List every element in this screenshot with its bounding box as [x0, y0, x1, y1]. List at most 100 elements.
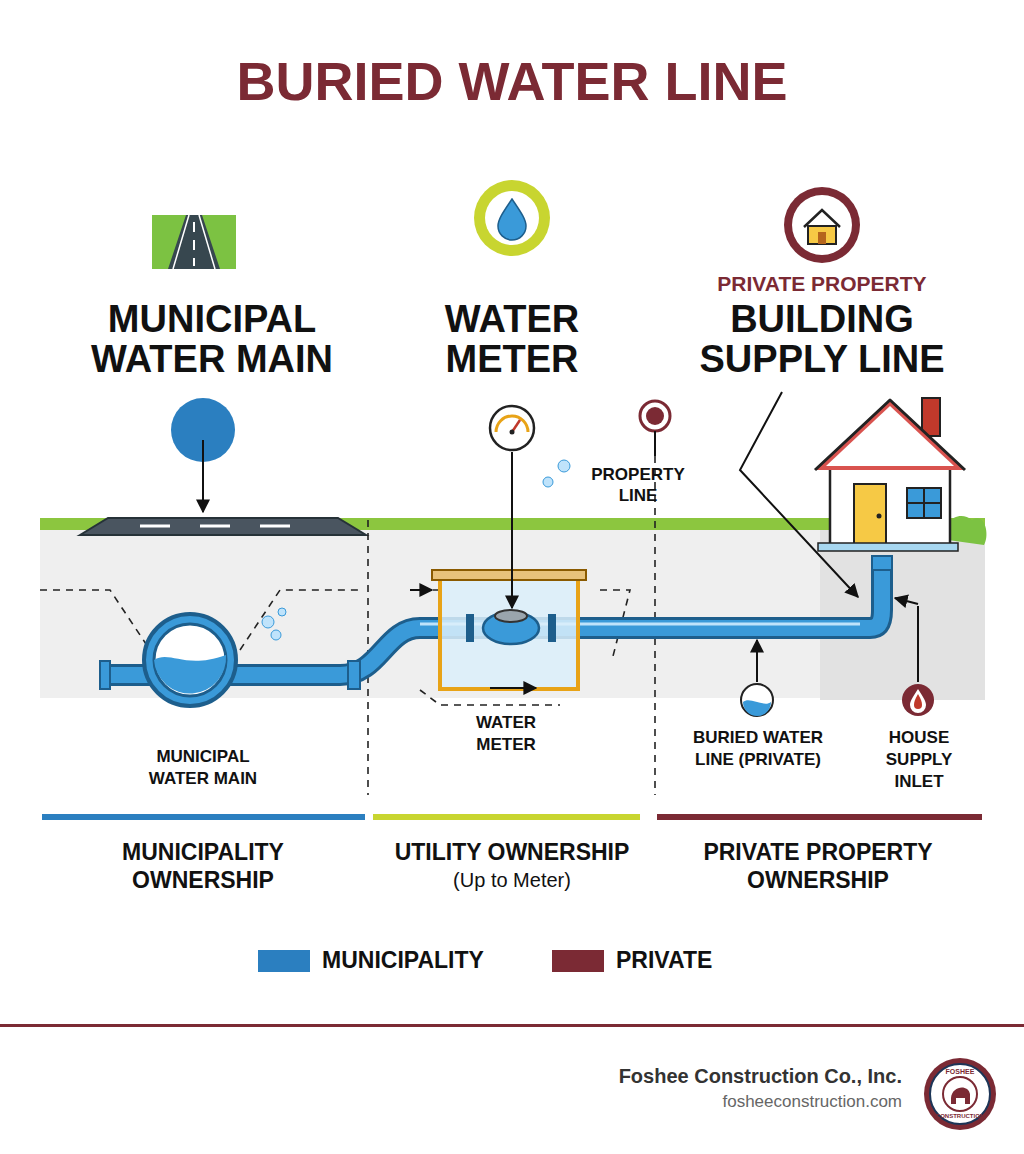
water-pipe — [872, 556, 892, 570]
drop-icon — [474, 180, 550, 256]
house — [877, 514, 882, 519]
legend-item: PRIVATE — [552, 947, 712, 974]
section-heading: WATER METER — [407, 300, 617, 380]
road-icon — [152, 215, 236, 269]
footer — [951, 1088, 970, 1104]
ownership-bar — [42, 814, 982, 820]
part-label: BURIED WATER LINE (PRIVATE) — [691, 727, 826, 771]
house — [818, 543, 958, 551]
water-pipe — [100, 556, 892, 706]
water-pipe — [154, 655, 226, 694]
house-icon — [818, 232, 826, 244]
road-icon — [152, 215, 236, 269]
meter-box — [432, 570, 586, 689]
ground — [946, 516, 986, 545]
footer — [0, 1024, 1024, 1027]
ground — [140, 525, 290, 528]
drop-icon — [498, 199, 526, 240]
house — [815, 398, 965, 551]
footer — [943, 1077, 977, 1111]
callout-icons — [490, 406, 534, 450]
footer — [0, 1024, 1024, 1130]
ownership-note: (Up to Meter) — [352, 868, 672, 892]
legend-text: MUNICIPALITY — [322, 947, 484, 974]
dashed-boundary — [420, 690, 560, 705]
logo-text: CONSTRUCTION — [925, 1113, 995, 1119]
callout-icons — [741, 684, 773, 716]
drop-icon — [474, 180, 550, 256]
water-pipe — [278, 608, 286, 616]
leader-arrow — [410, 589, 432, 591]
house — [922, 398, 940, 436]
water-pipe — [348, 661, 360, 689]
meter-box — [548, 614, 556, 642]
leader-arrow — [654, 431, 656, 456]
house-icon — [808, 226, 836, 244]
legend-text: PRIVATE — [616, 947, 712, 974]
boundary-label: PROPERTY LINE — [583, 464, 693, 507]
leader-arrow — [202, 440, 204, 512]
meter-box — [440, 577, 578, 689]
ownership-label: MUNICIPALITY OWNERSHIP — [73, 838, 333, 894]
meter-box — [466, 614, 474, 642]
part-label: WATER METER — [451, 712, 561, 756]
callout-icons — [914, 694, 922, 709]
company-url: fosheeconstruction.com — [722, 1092, 902, 1112]
ground — [80, 518, 366, 535]
house-icon — [784, 187, 860, 263]
callout-icons — [646, 407, 664, 425]
road-icon — [168, 215, 220, 269]
ground — [40, 516, 987, 700]
leader-arrow — [917, 606, 919, 682]
title: BURIED WATER LINE — [112, 52, 912, 110]
callout-icons — [902, 684, 934, 716]
leader-arrow — [490, 687, 536, 689]
water-pipe — [100, 661, 110, 689]
legend-swatch — [258, 950, 310, 972]
part-label: MUNICIPAL WATER MAIN — [128, 746, 278, 790]
water-pipe — [262, 616, 274, 628]
dashed-boundary — [40, 456, 655, 795]
ground — [820, 530, 985, 700]
house — [826, 406, 954, 466]
callout-icons — [558, 460, 570, 472]
section-subheading: PRIVATE PROPERTY — [662, 272, 982, 295]
callout-icons — [543, 477, 553, 487]
water-pipe — [154, 624, 226, 696]
ownership-bar — [42, 814, 365, 820]
legend-swatch — [552, 950, 604, 972]
leader-arrow — [203, 392, 918, 688]
company-name: Foshee Construction Co., Inc. — [619, 1064, 902, 1088]
house-icon — [804, 210, 840, 227]
leader-arrow — [511, 452, 513, 608]
ownership-bar — [373, 814, 640, 820]
house — [830, 460, 950, 545]
meter-box — [495, 610, 527, 622]
leader-arrow — [740, 392, 858, 597]
ownership-bar — [657, 814, 982, 820]
callout-icons — [510, 430, 515, 435]
house — [907, 488, 941, 518]
callout-icons — [640, 401, 670, 431]
callout-icons — [910, 689, 926, 713]
house — [815, 400, 965, 470]
ownership-label: PRIVATE PROPERTY OWNERSHIP — [668, 838, 968, 894]
leader-arrow — [895, 598, 918, 604]
meter-box — [432, 570, 586, 580]
house — [907, 488, 941, 518]
callout-icons — [743, 700, 771, 716]
water-pipe — [271, 630, 281, 640]
water-pipe — [144, 614, 236, 706]
ownership-label: UTILITY OWNERSHIP — [352, 838, 672, 866]
house-icon — [792, 195, 852, 255]
section-heading: MUNICIPAL WATER MAIN — [62, 300, 362, 380]
road-icon — [193, 222, 195, 266]
drop-icon — [485, 191, 539, 245]
house-icon — [784, 187, 860, 263]
footer — [924, 1058, 996, 1130]
road-icon — [173, 215, 215, 269]
legend-item: MUNICIPALITY — [258, 947, 484, 974]
part-label: HOUSE SUPPLY INLET — [874, 727, 964, 793]
